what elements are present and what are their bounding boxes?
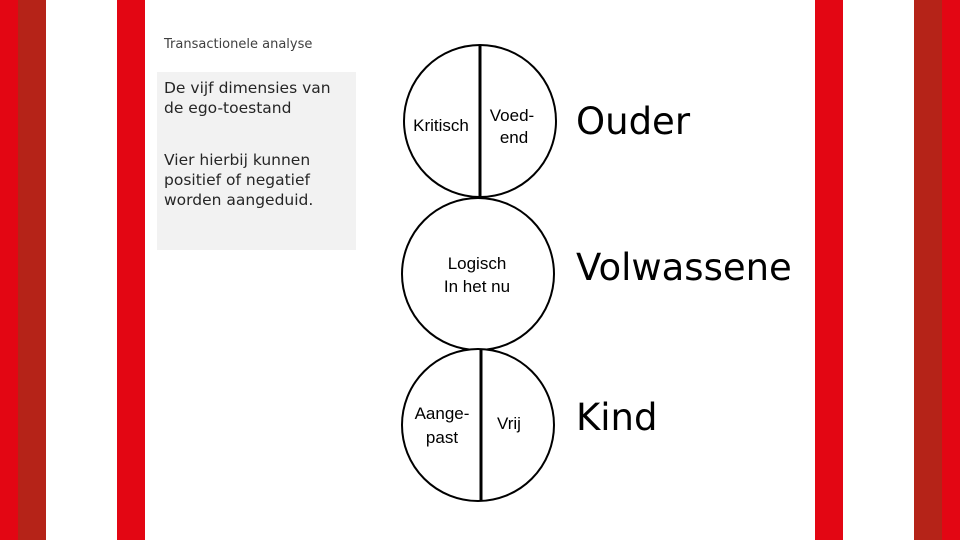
note-paragraph-valence: Vier hierbij kunnen positief of negatief… [164, 151, 314, 209]
ouder-left-text: Kritisch [413, 116, 469, 135]
volwassene-circle [401, 197, 555, 351]
kind-label: Kind [576, 396, 657, 439]
left-inner-red-bar [117, 0, 145, 540]
ouder-right-text-line1: Voed- [490, 106, 534, 125]
kind-right-text: Vrij [497, 414, 521, 433]
slide-title: Transactionele analyse [164, 37, 313, 52]
note-paragraph-dimensions: De vijf dimensies van de ego-toestand [164, 79, 331, 117]
kind-left-text-line2: past [426, 428, 458, 447]
right-red-bar [942, 0, 960, 540]
left-red-bar [0, 0, 18, 540]
volwassene-text-line1: Logisch [448, 254, 507, 273]
kind-circle-group: Aange- past Vrij [401, 348, 555, 502]
note-box: De vijf dimensies van de ego-toestand Vi… [157, 72, 356, 250]
right-inner-red-bar [815, 0, 843, 540]
kind-left-text-line1: Aange- [415, 404, 470, 423]
volwassene-circle-group: Logisch In het nu [401, 197, 555, 351]
volwassene-label: Volwassene [576, 246, 792, 289]
kind-circle [401, 348, 555, 502]
ouder-label: Ouder [576, 100, 691, 143]
volwassene-text-line2: In het nu [444, 277, 510, 296]
ouder-circle-group: Kritisch Voed- end [403, 44, 557, 198]
ouder-right-text-line2: end [500, 128, 528, 147]
